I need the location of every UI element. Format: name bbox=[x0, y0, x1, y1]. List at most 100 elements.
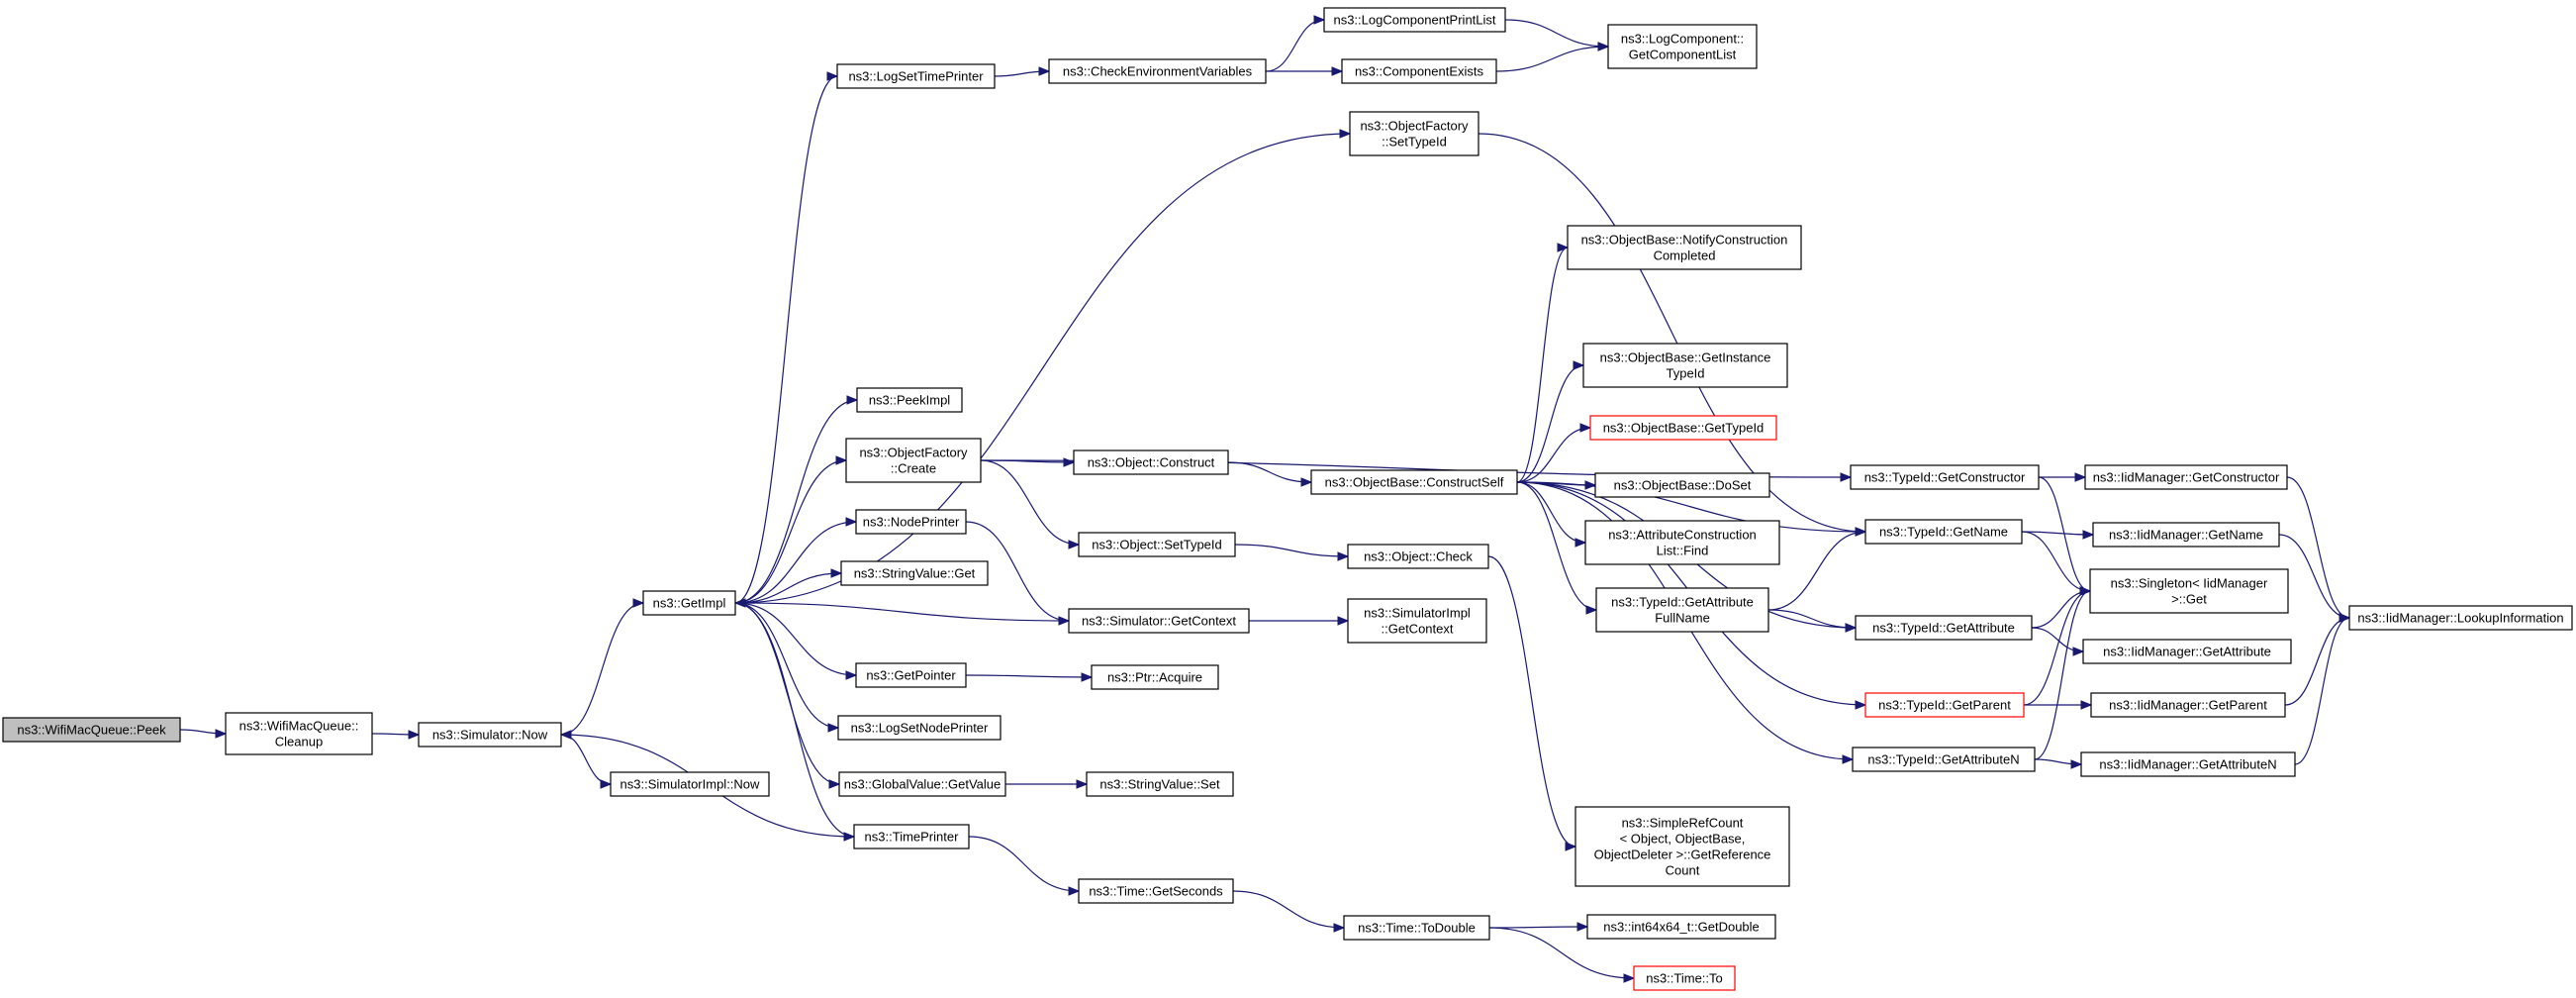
node-strvalget[interactable]: ns3::StringValue::Get bbox=[840, 560, 989, 586]
edge-getimpl-to-logsetnodeprinter bbox=[734, 602, 840, 733]
node-label: ns3::ObjectFactory bbox=[1360, 119, 1469, 134]
node-typeidgetattribute[interactable]: ns3::TypeId::GetAttribute bbox=[1855, 615, 2033, 641]
node-timeto[interactable]: ns3::Time::To bbox=[1633, 965, 1736, 991]
node-objbasegettypeid[interactable]: ns3::ObjectBase::GetTypeId bbox=[1589, 415, 1777, 441]
node-simnow[interactable]: ns3::Simulator::Now bbox=[418, 722, 562, 748]
edge-timetodouble-to-timeto bbox=[1488, 927, 1636, 983]
node-getcomplist[interactable]: ns3::LogComponent::GetComponentList bbox=[1607, 24, 1758, 69]
node-iidgetparent[interactable]: ns3::IidManager::GetParent bbox=[2090, 692, 2286, 718]
node-singletonget[interactable]: ns3::Singleton< IidManager>::Get bbox=[2089, 568, 2289, 614]
node-peek[interactable]: ns3::WifiMacQueue::Peek bbox=[2, 717, 181, 743]
node-timegetseconds[interactable]: ns3::Time::GetSeconds bbox=[1078, 878, 1234, 904]
node-timeprinter[interactable]: ns3::TimePrinter bbox=[853, 824, 970, 849]
node-label: ns3::NodePrinter bbox=[863, 515, 960, 530]
node-label: ns3::WifiMacQueue:: bbox=[239, 719, 359, 734]
node-label: ::GetContext bbox=[1382, 622, 1454, 637]
node-simgetcontext[interactable]: ns3::Simulator::GetContext bbox=[1068, 608, 1250, 634]
node-label: ns3::int64x64_t::GetDouble bbox=[1603, 920, 1760, 935]
node-iidgetname[interactable]: ns3::IidManager::GetName bbox=[2092, 522, 2280, 548]
node-objconstruct[interactable]: ns3::Object::Construct bbox=[1073, 449, 1229, 475]
edge-iidgetconstructor-to-iidlookup bbox=[2286, 476, 2351, 623]
node-box bbox=[855, 509, 967, 535]
node-strvalset[interactable]: ns3::StringValue::Set bbox=[1086, 771, 1234, 797]
edge-typeidgetattribute-to-iidgetattribute bbox=[2031, 627, 2085, 656]
node-box bbox=[610, 771, 770, 797]
node-box bbox=[856, 387, 963, 413]
node-simplerefcount[interactable]: ns3::SimpleRefCount< Object, ObjectBase,… bbox=[1574, 806, 1790, 887]
node-iidgetattribute[interactable]: ns3::IidManager::GetAttribute bbox=[2082, 639, 2292, 664]
edge-peek-to-cleanup bbox=[179, 729, 228, 739]
node-logsettimeprinter[interactable]: ns3::LogSetTimePrinter bbox=[836, 63, 996, 89]
edge-compexists-to-getcomplist bbox=[1495, 42, 1610, 72]
call-graph-edges bbox=[179, 15, 2351, 983]
node-simimplnow[interactable]: ns3::SimulatorImpl::Now bbox=[610, 771, 770, 797]
node-cleanup[interactable]: ns3::WifiMacQueue::Cleanup bbox=[225, 712, 373, 755]
node-label: ns3::LogSetNodePrinter bbox=[851, 721, 989, 736]
node-box bbox=[1048, 58, 1267, 84]
node-logsetnodeprinter[interactable]: ns3::LogSetNodePrinter bbox=[837, 715, 1002, 741]
edge-objbaseconstructself-to-notifyconstruction bbox=[1516, 243, 1570, 483]
node-objbasedoset[interactable]: ns3::ObjectBase::DoSet bbox=[1594, 472, 1770, 498]
node-ptracquire[interactable]: ns3::Ptr::Acquire bbox=[1091, 664, 1219, 690]
node-gvgetvalue[interactable]: ns3::GlobalValue::GetValue bbox=[838, 771, 1006, 797]
node-box bbox=[1323, 7, 1506, 33]
node-notifyconstruction[interactable]: ns3::ObjectBase::NotifyConstructionCompl… bbox=[1567, 225, 1802, 270]
node-compexists[interactable]: ns3::ComponentExists bbox=[1341, 58, 1497, 84]
edge-objcheck-to-simplerefcount bbox=[1487, 555, 1577, 851]
node-iidlookup[interactable]: ns3::IidManager::LookupInformation bbox=[2348, 605, 2573, 631]
edge-simgetcontext-to-simimplgetcontext bbox=[1249, 616, 1350, 626]
node-typeidgetparent[interactable]: ns3::TypeId::GetParent bbox=[1864, 692, 2025, 718]
node-box bbox=[853, 824, 970, 849]
node-getpointer[interactable]: ns3::GetPointer bbox=[855, 662, 967, 688]
node-ofcreate[interactable]: ns3::ObjectFactory::Create bbox=[845, 438, 982, 483]
node-label: ns3::TypeId::GetAttribute bbox=[1872, 621, 2015, 636]
node-nodeprinter[interactable]: ns3::NodePrinter bbox=[855, 509, 967, 535]
node-box bbox=[1607, 24, 1758, 69]
node-box bbox=[2082, 639, 2292, 664]
node-box bbox=[1091, 664, 1219, 690]
edge-getimpl-to-nodeprinter bbox=[734, 517, 858, 604]
node-timetodouble[interactable]: ns3::Time::ToDouble bbox=[1343, 915, 1490, 941]
node-checkenv[interactable]: ns3::CheckEnvironmentVariables bbox=[1048, 58, 1267, 84]
node-typeidgetattributen[interactable]: ns3::TypeId::GetAttributeN bbox=[1852, 747, 2036, 772]
node-label: ns3::ObjectFactory bbox=[859, 446, 968, 460]
edge-typeidgetconstructor-to-singletonget bbox=[2038, 476, 2092, 596]
edge-logsettimeprinter-to-checkenv bbox=[994, 66, 1051, 77]
node-box bbox=[837, 715, 1002, 741]
node-objbaseconstructself[interactable]: ns3::ObjectBase::ConstructSelf bbox=[1310, 469, 1518, 495]
node-peekimpl[interactable]: ns3::PeekImpl bbox=[856, 387, 963, 413]
node-box bbox=[2348, 605, 2573, 631]
edge-iidgetattributen-to-iidlookup bbox=[2294, 613, 2351, 765]
node-label: ns3::SimulatorImpl bbox=[1364, 606, 1471, 621]
node-label: ns3::IidManager::GetConstructor bbox=[2093, 470, 2280, 485]
node-label: ns3::IidManager::GetAttributeN bbox=[2099, 757, 2276, 772]
edge-cleanup-to-simnow bbox=[371, 730, 421, 740]
edge-iidgetname-to-iidlookup bbox=[2278, 534, 2351, 623]
edge-timeprinter-to-timegetseconds bbox=[968, 836, 1081, 896]
edge-gvgetvalue-to-strvalset bbox=[1004, 779, 1089, 789]
node-simimplgetcontext[interactable]: ns3::SimulatorImpl::GetContext bbox=[1347, 598, 1487, 644]
edge-getpointer-to-ptracquire bbox=[965, 672, 1094, 682]
node-logcompprintlist[interactable]: ns3::LogComponentPrintList bbox=[1323, 7, 1506, 33]
node-label: ns3::Time::GetSeconds bbox=[1089, 884, 1223, 899]
node-box bbox=[1343, 915, 1490, 941]
edge-objbaseconstructself-to-objbasegettypeid bbox=[1516, 423, 1592, 483]
node-label: ns3::ObjectBase::NotifyConstruction bbox=[1581, 233, 1788, 248]
node-label: ns3::Time::ToDouble bbox=[1358, 921, 1476, 936]
node-objsettypeid[interactable]: ns3::Object::SetTypeId bbox=[1078, 532, 1236, 557]
node-label: ns3::ComponentExists bbox=[1355, 64, 1484, 79]
node-iidgetattributen[interactable]: ns3::IidManager::GetAttributeN bbox=[2080, 751, 2296, 777]
node-objcheck[interactable]: ns3::Object::Check bbox=[1347, 544, 1489, 569]
node-int64getdouble[interactable]: ns3::int64x64_t::GetDouble bbox=[1586, 914, 1776, 940]
node-typeidgetname[interactable]: ns3::TypeId::GetName bbox=[1864, 519, 2023, 545]
node-label: ns3::LogComponentPrintList bbox=[1333, 13, 1495, 28]
node-iidgetconstructor[interactable]: ns3::IidManager::GetConstructor bbox=[2084, 464, 2288, 490]
node-getimpl[interactable]: ns3::GetImpl bbox=[642, 590, 736, 616]
node-ofsettypeid[interactable]: ns3::ObjectFactory::SetTypeId bbox=[1349, 111, 1479, 156]
node-box bbox=[1567, 225, 1802, 270]
node-box bbox=[1864, 519, 2023, 545]
node-typeidgetconstructor[interactable]: ns3::TypeId::GetConstructor bbox=[1850, 464, 2040, 490]
